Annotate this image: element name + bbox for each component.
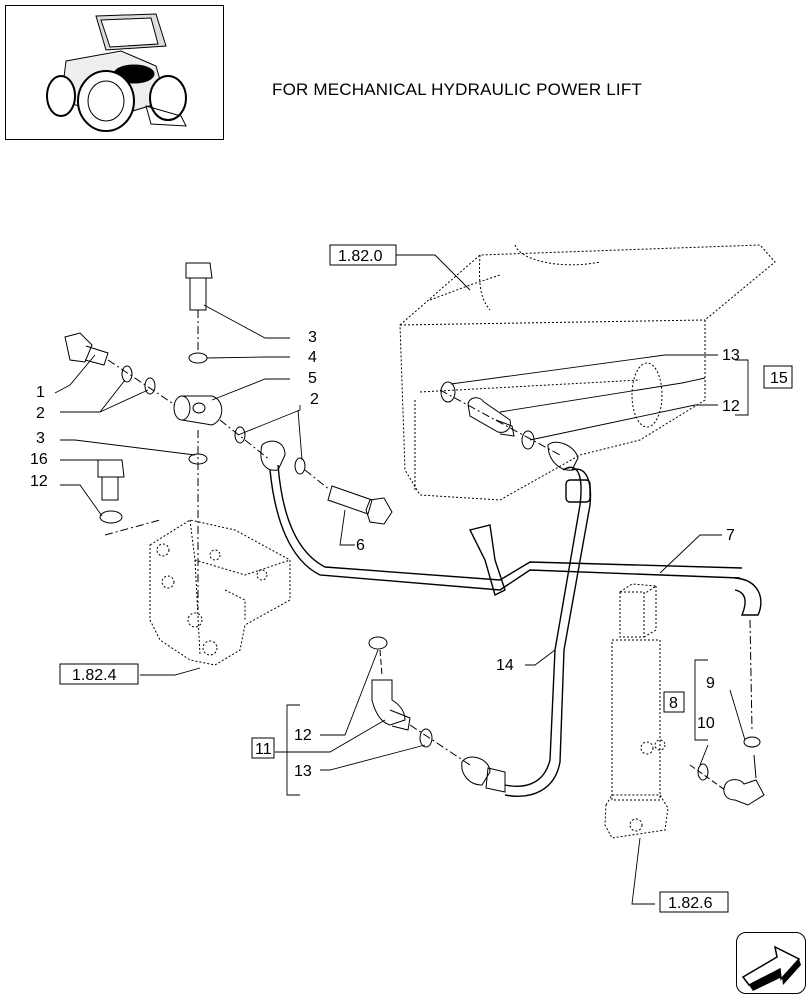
callout-1: 1 <box>36 384 45 401</box>
callout-16: 16 <box>30 451 48 468</box>
tractor-thumbnail <box>5 5 224 140</box>
callout-box-8: 8 <box>663 691 685 713</box>
callout-4: 4 <box>308 349 317 366</box>
bolt-1 <box>64 332 109 366</box>
callout-6: 6 <box>356 537 365 554</box>
callout-3-lower: 3 <box>36 430 45 447</box>
adapter-15 <box>467 397 515 437</box>
ref-1824-label: 1.82.4 <box>72 667 117 684</box>
next-page-button[interactable] <box>736 932 806 994</box>
callout-12-group: 12 <box>294 727 312 744</box>
bolt-6 <box>327 485 393 525</box>
callout-14: 14 <box>496 657 514 674</box>
callout-2-left: 2 <box>36 405 45 422</box>
callout-box-11: 11 <box>251 737 275 759</box>
callout-2-right: 2 <box>310 391 319 408</box>
valve-block-outline <box>149 519 291 666</box>
callout-5: 5 <box>308 370 317 387</box>
callout-box-15: 15 <box>763 365 793 389</box>
page-title: FOR MECHANICAL HYDRAULIC POWER LIFT <box>272 80 643 99</box>
svg-text:15: 15 <box>770 370 788 387</box>
ref-1826-label: 1.82.6 <box>668 895 713 912</box>
callout-3-top: 3 <box>308 329 317 346</box>
svg-text:11: 11 <box>255 741 272 758</box>
banjo-bolt-3 <box>185 262 213 350</box>
washer-2b <box>144 377 156 395</box>
callout-12-left: 12 <box>30 473 48 490</box>
callout-labels: 3 4 5 2 1 2 3 16 12 6 13 12 7 14 12 13 9… <box>30 329 740 780</box>
callout-9: 9 <box>706 675 715 692</box>
washer-2a <box>121 365 133 383</box>
washer-4 <box>188 352 208 364</box>
next-page-arrow-icon <box>741 945 801 991</box>
svg-text:8: 8 <box>669 695 678 712</box>
tank-outline <box>399 244 776 501</box>
ref-box-1820[interactable]: 1.82.0 <box>329 244 397 266</box>
pipe-14 <box>504 466 592 797</box>
bolt-16 <box>97 459 125 501</box>
cylinder-outline <box>604 583 669 839</box>
ref-box-1826[interactable]: 1.82.6 <box>659 891 729 913</box>
callout-10: 10 <box>697 715 715 732</box>
tractor-thumbnail-icon <box>46 13 187 132</box>
pipe-7 <box>269 464 762 616</box>
callout-12-tank: 12 <box>722 398 740 415</box>
callout-13-group: 13 <box>294 763 312 780</box>
ref-1820-label: 1.82.0 <box>338 248 383 265</box>
leader-lines <box>54 254 749 905</box>
callout-13-tank: 13 <box>722 347 740 364</box>
callout-7: 7 <box>726 527 735 544</box>
banjo-fitting-5 <box>173 395 223 426</box>
elbow-fitting-11 <box>368 636 411 731</box>
ref-box-1824[interactable]: 1.82.4 <box>59 663 139 685</box>
